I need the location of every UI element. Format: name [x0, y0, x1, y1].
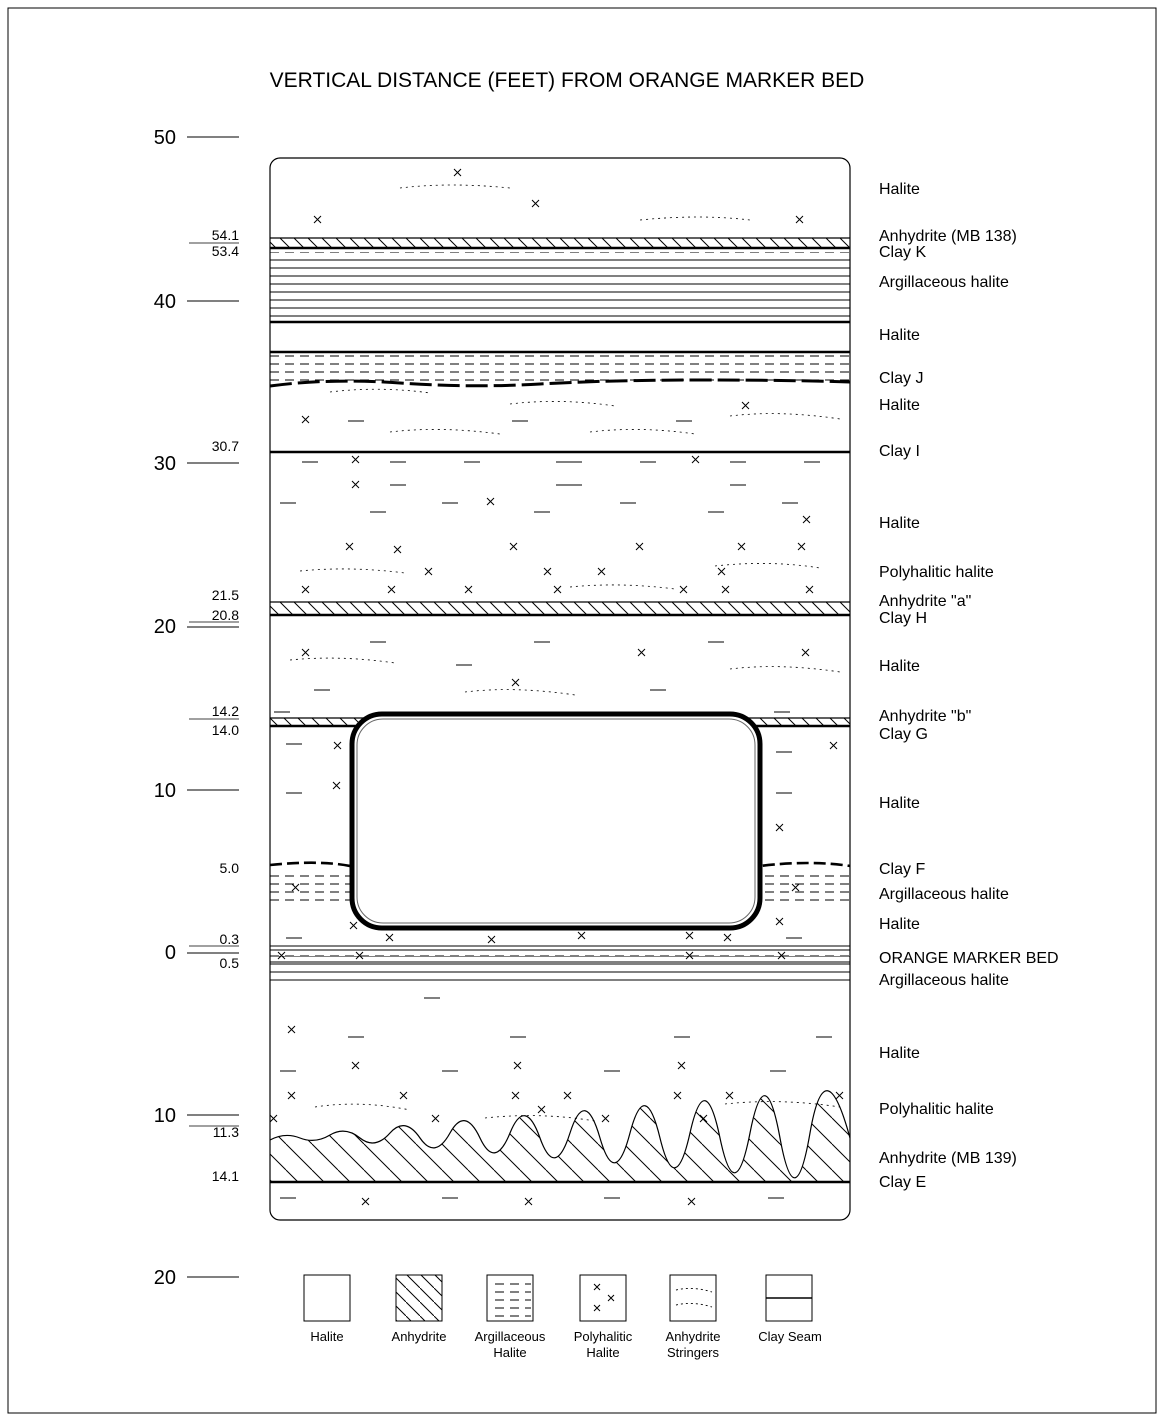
elev-14-2: 14.2	[212, 703, 239, 719]
svg-text:Polyhalitic: Polyhalitic	[574, 1329, 633, 1344]
unit-label: Clay H	[879, 610, 927, 627]
unit-label: Clay I	[879, 443, 920, 460]
svg-text:Halite: Halite	[310, 1329, 343, 1344]
legend-item-halite: Halite	[303, 1274, 351, 1344]
unit-label: Anhydrite (MB 139)	[879, 1150, 1017, 1167]
unit-labels: Halite Anhydrite (MB 138) Clay K Argilla…	[879, 181, 1059, 1191]
svg-text:Halite: Halite	[586, 1345, 619, 1360]
legend-item-anhydrite-stringers: Anhydrite Stringers	[666, 1274, 721, 1360]
svg-text:Clay Seam: Clay Seam	[758, 1329, 822, 1344]
unit-label: Halite	[879, 658, 920, 675]
elev-30-7: 30.7	[212, 438, 239, 454]
unit-label: Halite	[879, 397, 920, 414]
unit-label: Clay E	[879, 1174, 926, 1191]
unit-label: Polyhalitic halite	[879, 1101, 994, 1118]
unit-label: Polyhalitic halite	[879, 564, 994, 581]
unit-label: Clay K	[879, 244, 926, 261]
stratigraphic-column	[269, 157, 851, 1221]
unit-label: Clay J	[879, 370, 923, 387]
elev-20-8: 20.8	[212, 607, 239, 623]
clay-dash-marks	[274, 420, 832, 1199]
figure-title: VERTICAL DISTANCE (FEET) FROM ORANGE MAR…	[270, 69, 865, 92]
column-outline	[269, 157, 851, 1221]
polyhalite-marks	[269, 168, 844, 1206]
elevation-labels: 54.1 53.4 30.7 21.5 20.8 14.2 14.0 5.0 0…	[189, 227, 239, 1184]
scale-label-10-lower: 10	[154, 1105, 176, 1127]
scale-label-40: 40	[154, 291, 176, 313]
elev-14-0: 14.0	[212, 722, 239, 738]
unit-label: Argillaceous halite	[879, 972, 1009, 989]
elev-0-3: 0.3	[220, 931, 240, 947]
unit-label: Anhydrite "b"	[879, 708, 971, 725]
svg-text:Argillaceous: Argillaceous	[475, 1329, 546, 1344]
svg-text:Anhydrite: Anhydrite	[666, 1329, 721, 1344]
svg-text:Anhydrite: Anhydrite	[392, 1329, 447, 1344]
unit-label: ORANGE MARKER BED	[879, 950, 1059, 967]
halite-pattern-icon	[303, 1274, 351, 1322]
layer-clay-f	[269, 861, 851, 868]
unit-label: Halite	[879, 515, 920, 532]
scale-label-10-upper: 10	[154, 780, 176, 802]
scale-label-20: 20	[154, 616, 176, 638]
elev-21-5: 21.5	[212, 587, 239, 603]
elev-11-3: 11.3	[213, 1124, 239, 1140]
unit-label: Halite	[879, 1045, 920, 1062]
layer-anhydrite-a	[270, 602, 850, 614]
page-border	[7, 7, 1157, 1414]
legend-item-anhydrite: Anhydrite	[392, 1274, 447, 1344]
legend-item-argillaceous-halite: Argillaceous Halite	[475, 1274, 546, 1360]
unit-label: Halite	[879, 327, 920, 344]
elev-5-0: 5.0	[220, 860, 240, 876]
unit-label: Argillaceous halite	[879, 274, 1009, 291]
unit-label: Argillaceous halite	[879, 886, 1009, 903]
elev-54-1: 54.1	[212, 227, 239, 243]
polyhalitic-halite-pattern-icon	[579, 1274, 627, 1322]
layer-anhydrite-mb138	[270, 238, 850, 248]
svg-text:Halite: Halite	[493, 1345, 526, 1360]
scale-label-0: 0	[165, 942, 176, 964]
scale-label-50: 50	[154, 127, 176, 149]
anhydrite-pattern-icon	[395, 1274, 443, 1322]
unit-label: Clay F	[879, 861, 925, 878]
elev-0-5: 0.5	[220, 955, 240, 971]
layer-clay-j	[269, 378, 851, 388]
legend: Halite Anhydrite Argillaceous Halite Pol…	[303, 1274, 822, 1360]
scale-label-20-lower: 20	[154, 1267, 176, 1289]
anhydrite-stringers	[289, 184, 841, 1122]
depth-scale: 50 40 30 20 10 0 10 20	[154, 127, 239, 1289]
excavated-room-outline	[349, 711, 763, 931]
anhydrite-stringers-pattern-icon	[669, 1274, 717, 1322]
elev-14-1: 14.1	[212, 1168, 239, 1184]
unit-label: Halite	[879, 181, 920, 198]
unit-label: Halite	[879, 795, 920, 812]
unit-label: Anhydrite "a"	[879, 593, 971, 610]
elev-53-4: 53.4	[212, 243, 239, 259]
scale-label-30: 30	[154, 453, 176, 475]
legend-item-polyhalitic-halite: Polyhalitic Halite	[574, 1274, 633, 1360]
unit-label: Halite	[879, 916, 920, 933]
unit-label: Clay G	[879, 726, 928, 743]
svg-text:Stringers: Stringers	[667, 1345, 720, 1360]
unit-label: Anhydrite (MB 138)	[879, 228, 1017, 245]
legend-item-clay-seam: Clay Seam	[758, 1274, 822, 1344]
layer-anhydrite-mb139	[270, 1090, 850, 1182]
